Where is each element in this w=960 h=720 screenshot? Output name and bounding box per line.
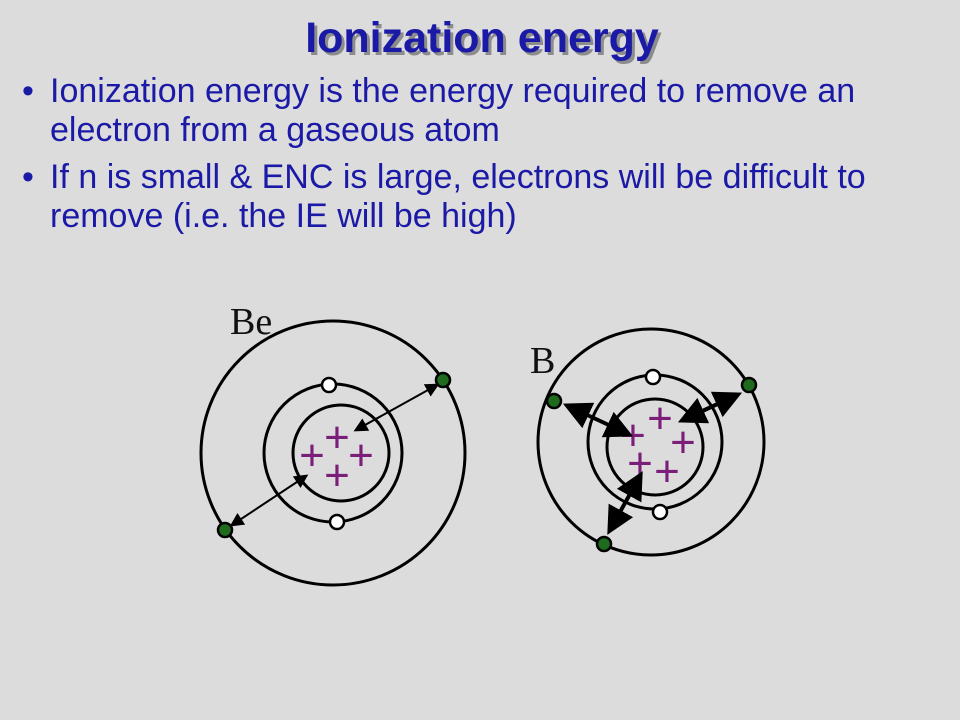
atom-b: B + + + + + bbox=[530, 327, 766, 557]
inner-electron-be bbox=[320, 376, 338, 394]
distance-arrow-b-1 bbox=[562, 402, 634, 438]
bullet-item-2: • If n is small & ENC is large, electron… bbox=[22, 158, 942, 236]
bullet-marker: • bbox=[22, 72, 34, 110]
inner-orbit-be bbox=[291, 403, 391, 503]
proton-be: + bbox=[324, 451, 350, 500]
outer-electron-b bbox=[595, 535, 613, 553]
proton-b: + bbox=[627, 439, 653, 488]
distance-arrow-b-2 bbox=[677, 391, 743, 424]
inner-electron-b bbox=[644, 368, 662, 386]
outer-electron-be bbox=[216, 521, 234, 539]
proton-b: + bbox=[647, 394, 673, 443]
atom-be: Be + + + + bbox=[199, 301, 467, 587]
slide-title: Ionization energy bbox=[305, 14, 659, 62]
bullet-text-1: Ionization energy is the energy required… bbox=[50, 72, 856, 149]
inner-electron-b bbox=[651, 503, 669, 521]
outer-orbit-be bbox=[199, 319, 467, 587]
inner-electron-be bbox=[328, 513, 346, 531]
atom-label-be: Be bbox=[230, 301, 272, 343]
bullet-text-2: If n is small & ENC is large, electrons … bbox=[50, 158, 866, 235]
proton-be: + bbox=[348, 431, 374, 480]
inner-orbit-b bbox=[605, 397, 705, 497]
atom-label-b: B bbox=[530, 340, 555, 382]
bullet-marker: • bbox=[22, 158, 34, 196]
proton-b: + bbox=[670, 418, 696, 467]
outer-orbit-b bbox=[536, 327, 766, 557]
outer-electron-b bbox=[740, 376, 758, 394]
outer-electron-b bbox=[545, 392, 563, 410]
bullet-item-1: • Ionization energy is the energy requir… bbox=[22, 72, 942, 150]
outer-electron-be bbox=[434, 371, 452, 389]
bullet-list: • Ionization energy is the energy requir… bbox=[22, 72, 942, 244]
proton-b: + bbox=[654, 447, 680, 496]
distance-arrow-be-2 bbox=[229, 474, 309, 527]
proton-be: + bbox=[299, 431, 325, 480]
distance-arrow-b-3 bbox=[607, 471, 643, 535]
distance-arrow-be-1 bbox=[353, 383, 440, 432]
proton-be: + bbox=[324, 413, 350, 462]
